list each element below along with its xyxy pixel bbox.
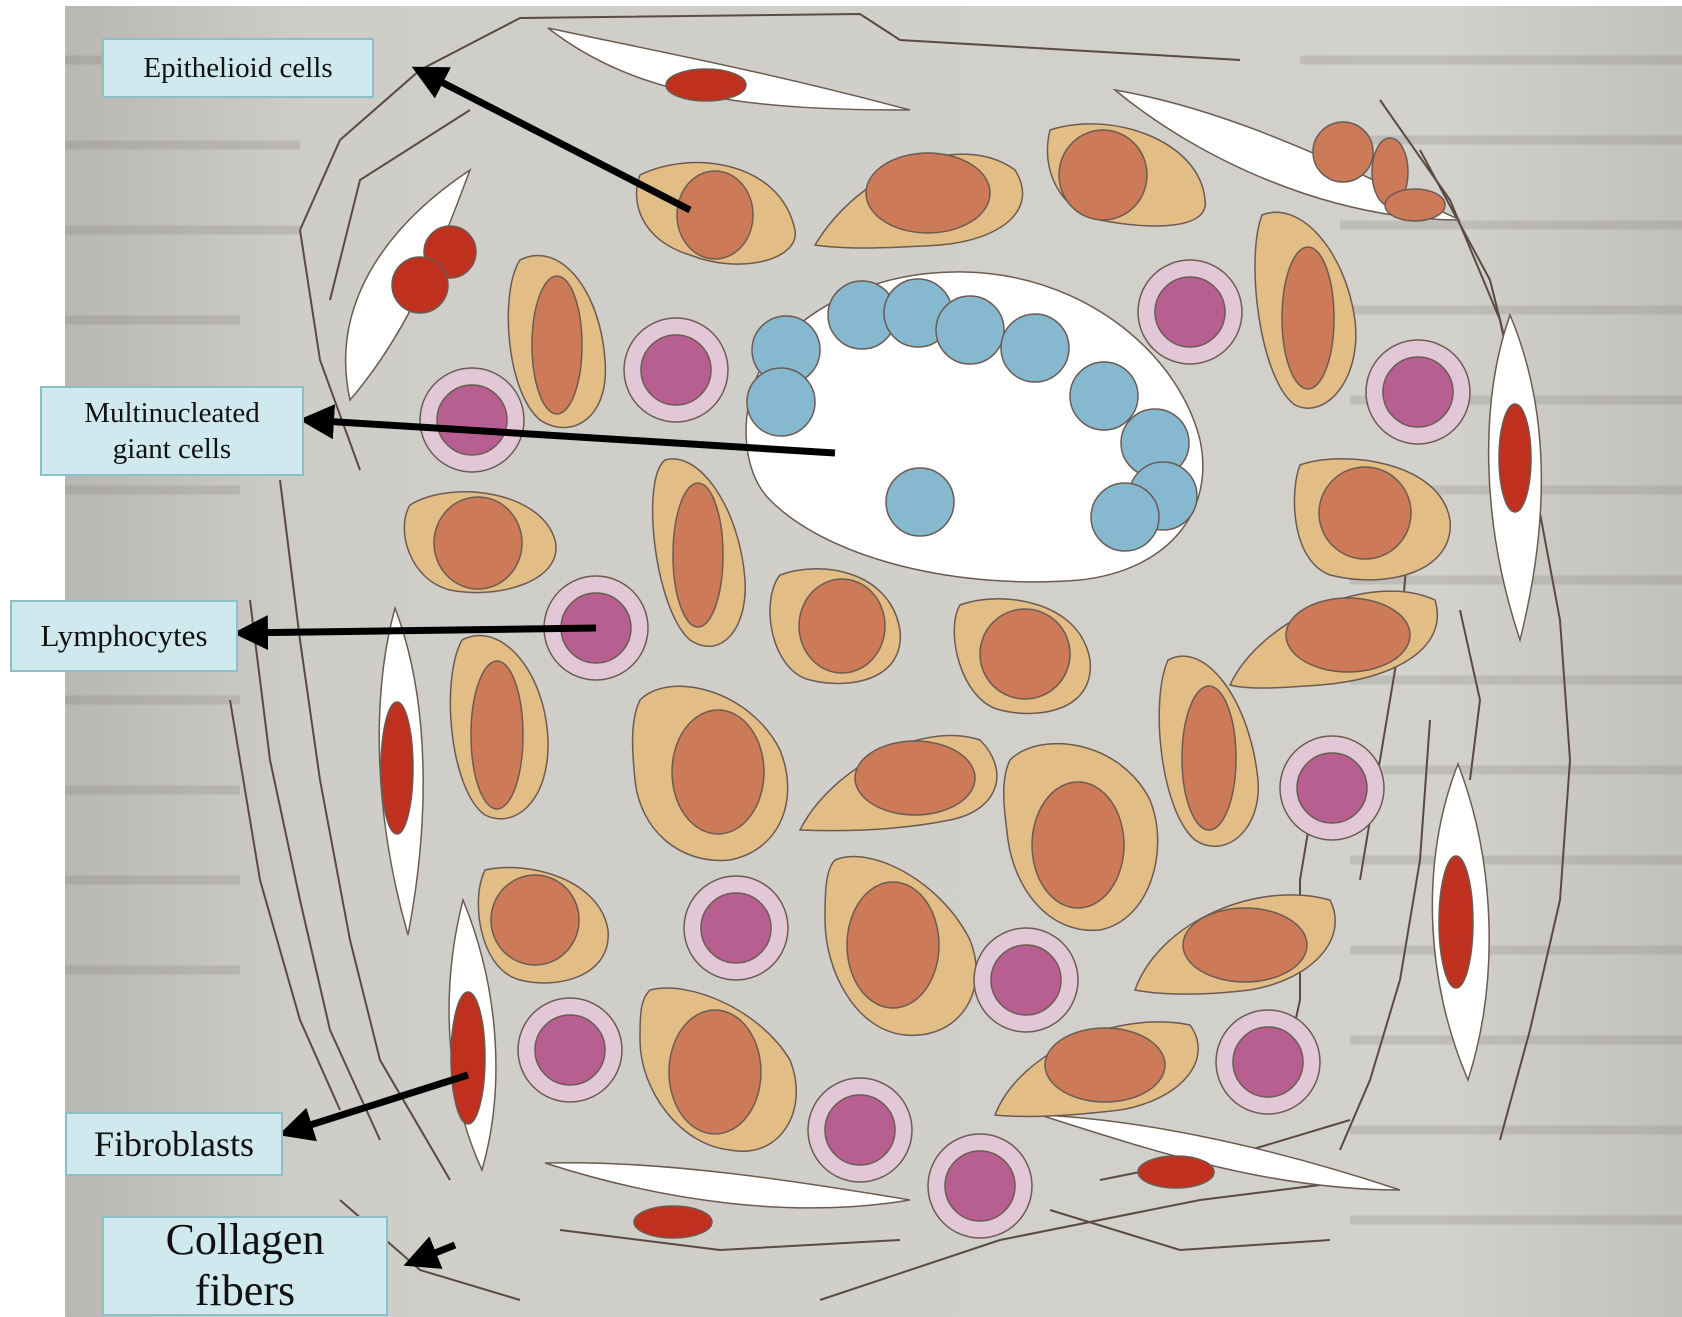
- label-multinucleated-giant-cells: Multinucleated giant cells: [40, 386, 304, 476]
- label-collagen-fibers: Collagen fibers: [102, 1216, 388, 1316]
- label-collagen-line1: Collagen: [166, 1215, 325, 1266]
- lymphocyte: [1280, 736, 1384, 840]
- lymphocyte: [1138, 260, 1242, 364]
- label-epithelioid-text: Epithelioid cells: [143, 50, 332, 86]
- lymphocyte: [928, 1134, 1032, 1238]
- lymphocyte: [518, 998, 622, 1102]
- red-blood-cell: [1313, 122, 1373, 182]
- red-blood-cell: [1385, 189, 1445, 221]
- lymphocyte: [684, 876, 788, 980]
- label-fibroblasts: Fibroblasts: [65, 1112, 283, 1176]
- label-collagen-line2: fibers: [195, 1266, 295, 1317]
- label-epithelioid-cells: Epithelioid cells: [102, 38, 374, 98]
- lymphocyte: [1216, 1010, 1320, 1114]
- lymphocyte: [420, 368, 524, 472]
- lymphocyte: [624, 318, 728, 422]
- label-giant-line1: Multinucleated: [84, 395, 260, 431]
- label-giant-line2: giant cells: [113, 431, 231, 467]
- lymphocyte: [808, 1078, 912, 1182]
- lymphocytes-arrow: [240, 628, 596, 633]
- lymphocyte: [1366, 340, 1470, 444]
- label-fibroblasts-text: Fibroblasts: [94, 1122, 254, 1167]
- label-lymphocytes-text: Lymphocytes: [40, 617, 207, 656]
- red-blood-cell: [392, 257, 448, 313]
- lymphocyte: [974, 928, 1078, 1032]
- label-lymphocytes: Lymphocytes: [10, 600, 238, 672]
